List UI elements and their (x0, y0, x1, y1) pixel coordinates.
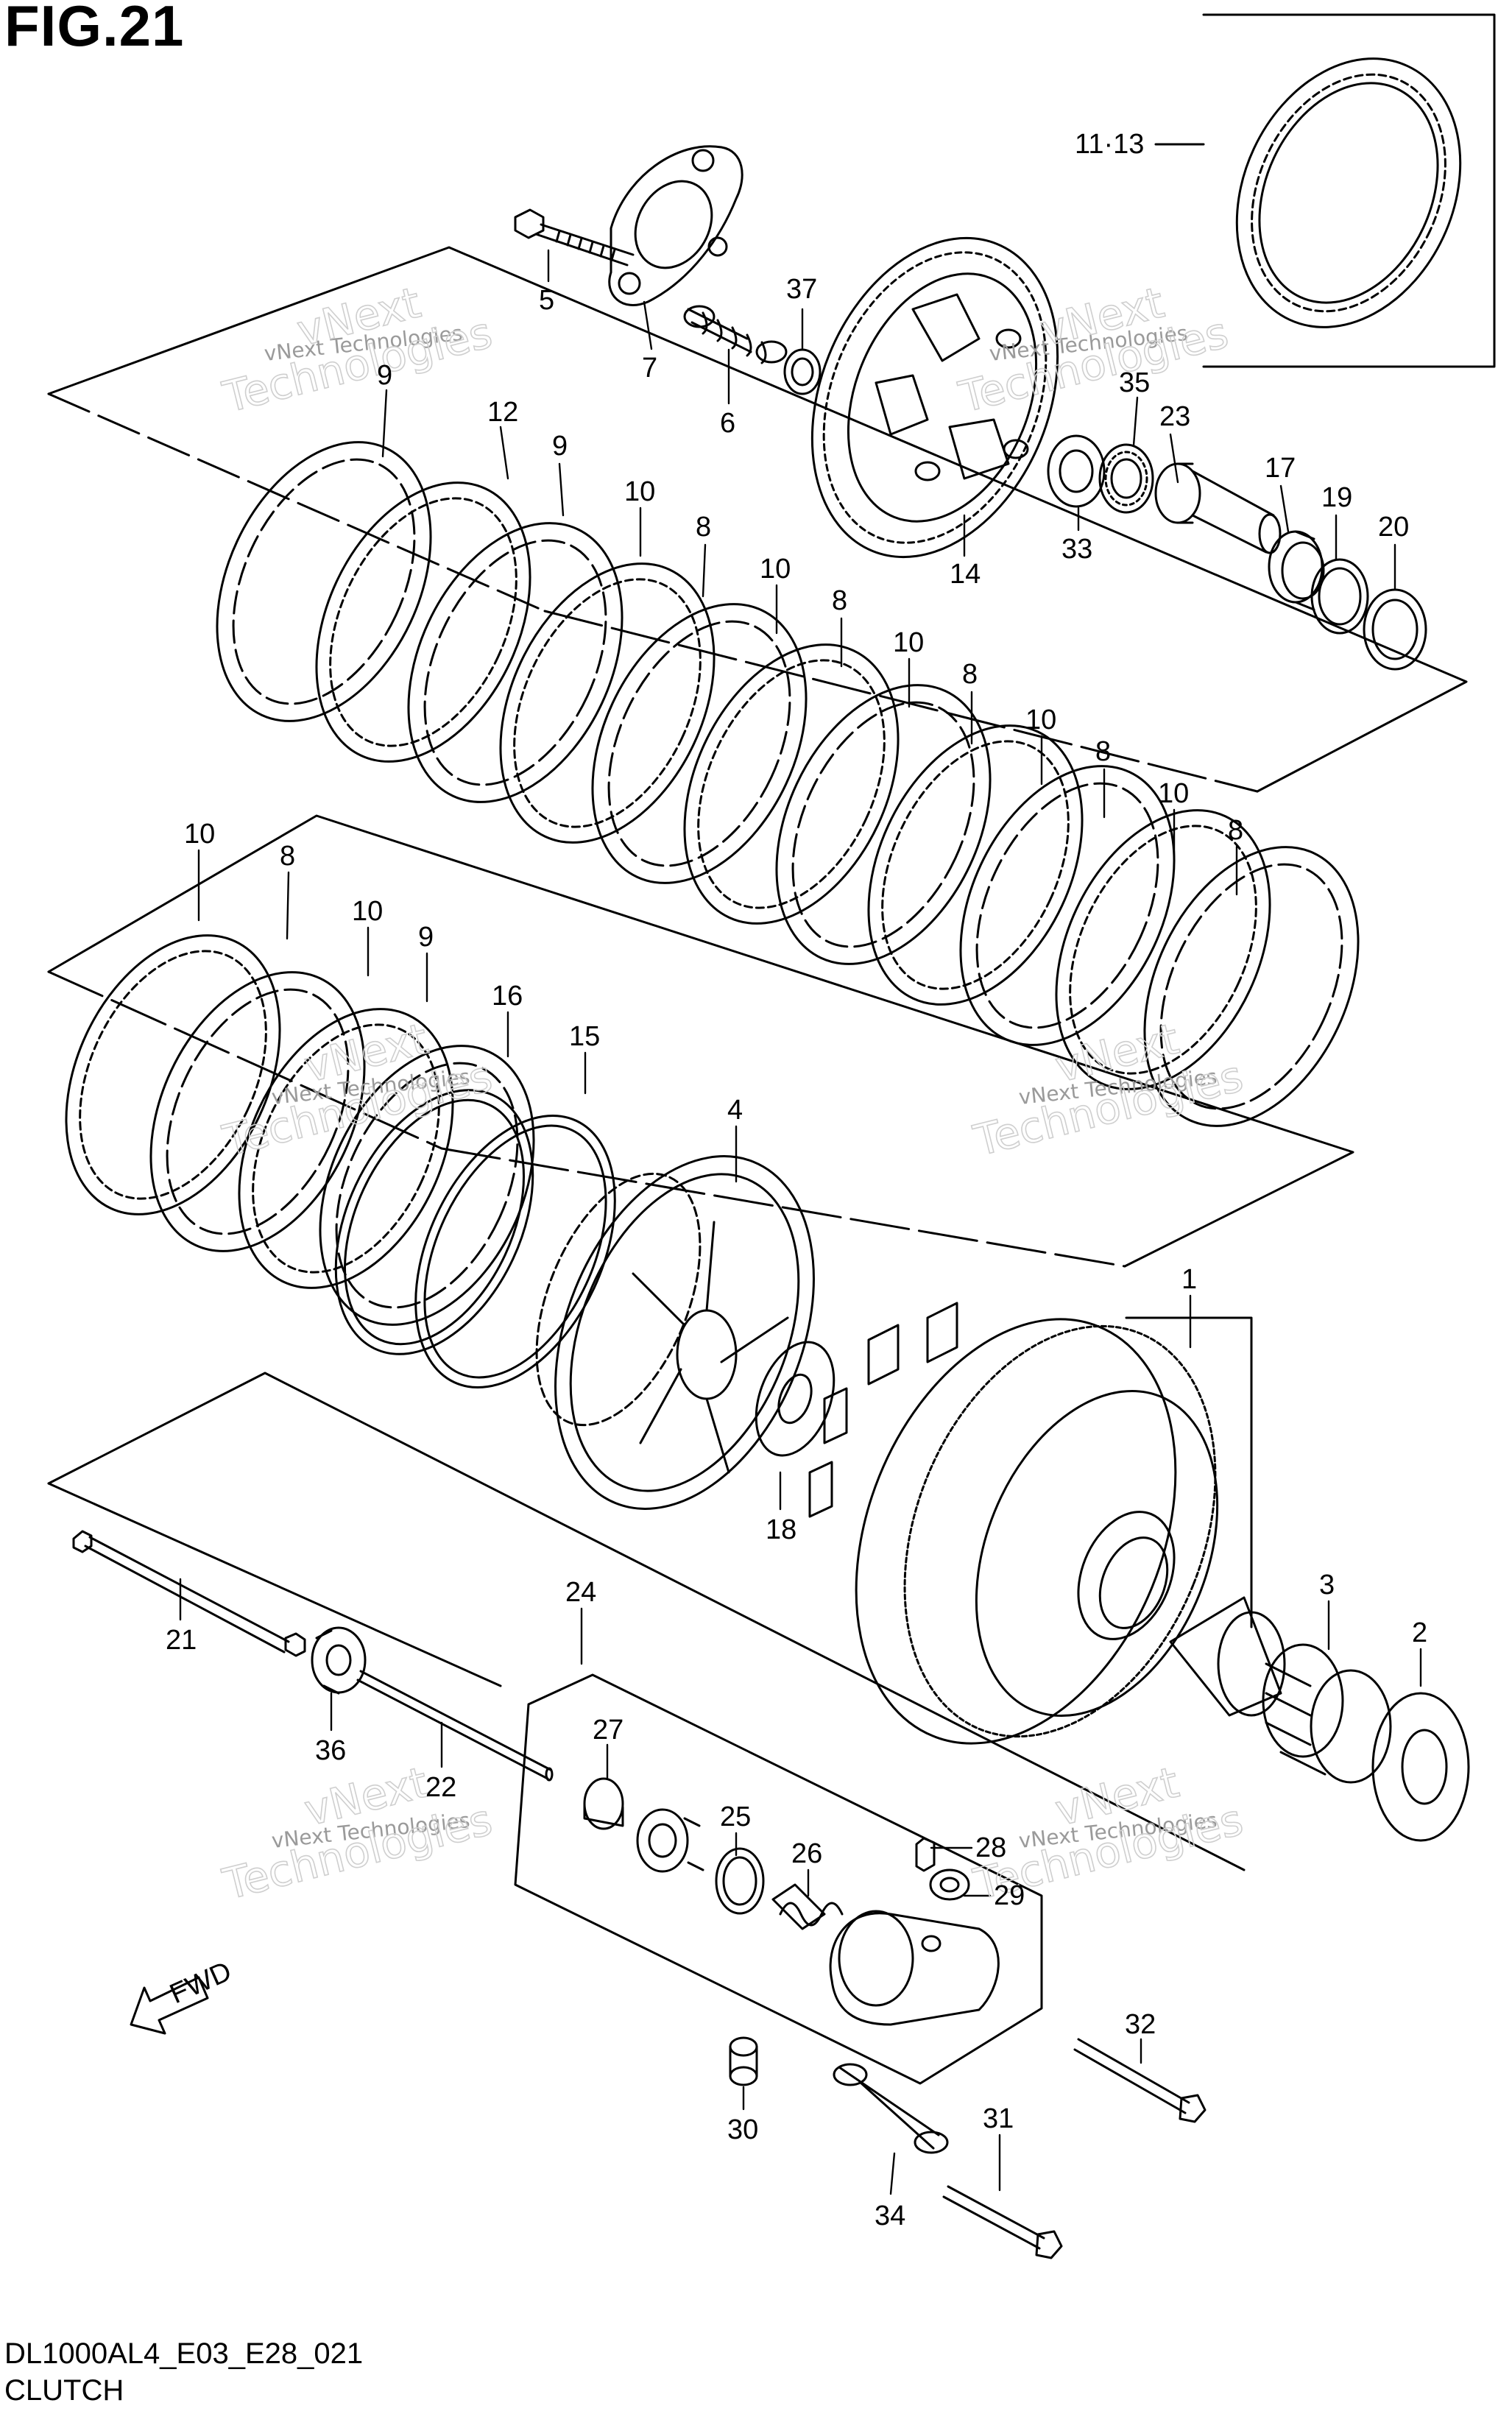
middle-plate-stack (65, 934, 616, 1389)
push-rod-21 (72, 1530, 306, 1657)
bolt-31 (942, 2185, 1063, 2259)
washer-2 (1371, 1692, 1470, 1842)
callout-9: 9 (377, 360, 392, 391)
callout-20: 20 (1378, 512, 1409, 543)
callout-19: 19 (1321, 482, 1352, 513)
callout-9: 9 (552, 431, 568, 462)
washer-33 (1047, 434, 1106, 508)
release-bearing (636, 1808, 704, 1873)
washer-18 (755, 1341, 836, 1457)
seal-25 (715, 1847, 765, 1915)
lifter-plate-7 (608, 145, 743, 306)
middle-plate-box (47, 814, 1354, 1268)
pin-30 (729, 2036, 758, 2086)
callout-32: 32 (1125, 2009, 1156, 2040)
callout-9: 9 (418, 922, 434, 953)
callout-7: 7 (642, 353, 657, 384)
washer-37 (783, 348, 822, 395)
washer-19 (1310, 558, 1369, 635)
oil-seal-36 (311, 1626, 367, 1695)
push-rod-22 (356, 1670, 554, 1782)
callout-17: 17 (1265, 453, 1296, 484)
callout-24: 24 (565, 1577, 596, 1608)
spring-26 (771, 1883, 844, 1930)
callout-8: 8 (696, 512, 711, 543)
callout-36: 36 (315, 1735, 346, 1766)
callout-35: 35 (1119, 367, 1150, 398)
callout-6: 6 (720, 408, 735, 439)
callout-33: 33 (1061, 534, 1092, 565)
needle-bearing-3 (1262, 1643, 1392, 1784)
callout-10: 10 (184, 819, 215, 850)
callout-15: 15 (569, 1021, 600, 1052)
callout-10: 10 (352, 896, 383, 927)
callout-10: 10 (624, 476, 655, 507)
lower-shaft-box (47, 1372, 1246, 1871)
callout-28: 28 (975, 1832, 1006, 1863)
callout-37: 37 (786, 274, 817, 305)
piston-27 (583, 1777, 624, 1830)
primary-driven-gear-1 (808, 1302, 1253, 1745)
upper-plate-stack (216, 441, 1360, 1127)
dowel-34 (833, 2063, 949, 2154)
callout-29: 29 (994, 1880, 1025, 1911)
callout-22: 22 (425, 1772, 456, 1803)
clutch-spring-6 (683, 305, 788, 364)
push-piece-23 (1154, 462, 1282, 554)
callout-10: 10 (1158, 778, 1189, 809)
callout-2: 2 (1412, 1617, 1427, 1648)
upper-plate-box (47, 246, 1468, 793)
figure-title: FIG.21 (4, 0, 185, 58)
callout-31: 31 (983, 2103, 1014, 2134)
callout-23: 23 (1159, 401, 1190, 432)
callout-10: 10 (760, 554, 791, 585)
bearing-17 (1268, 530, 1325, 611)
bolt-32 (1073, 2038, 1207, 2123)
callout-27: 27 (593, 1715, 623, 1746)
callout-8: 8 (280, 841, 295, 872)
cap-29 (929, 1868, 970, 1901)
callout-14: 14 (950, 559, 981, 590)
callout-1: 1 (1181, 1264, 1197, 1295)
release-cylinder-body (829, 1910, 1000, 2026)
bearing-35 (1098, 443, 1154, 514)
callout-8: 8 (962, 659, 978, 690)
callout-8: 8 (1228, 815, 1243, 846)
callout-26: 26 (791, 1838, 822, 1869)
washer-20 (1363, 588, 1427, 671)
callout-10: 10 (893, 627, 924, 658)
callout-30: 30 (727, 2114, 758, 2145)
figure-code: DL1000AL4_E03_E28_021 (4, 2337, 364, 2370)
callout-34: 34 (875, 2201, 905, 2231)
leader-lines (179, 249, 1422, 2195)
bleeder-28 (915, 1837, 936, 1872)
callout-18: 18 (766, 1514, 796, 1545)
fwd-arrow-icon (130, 1976, 209, 2035)
callout-21: 21 (166, 1625, 197, 1656)
callout-12: 12 (487, 397, 518, 428)
callout-5: 5 (539, 285, 554, 316)
callout-11-13: 11·13 (1075, 129, 1144, 160)
pressure-plate-14 (810, 236, 1059, 559)
callout-8: 8 (1095, 736, 1111, 767)
callout-labels: 11·13 5 7 6 37 35 23 17 19 20 33 14 9 12… (166, 129, 1427, 2231)
callout-8: 8 (832, 585, 847, 616)
callout-10: 10 (1025, 705, 1056, 735)
figure-name: CLUTCH (4, 2374, 124, 2407)
callout-4: 4 (727, 1095, 743, 1126)
callout-3: 3 (1319, 1570, 1335, 1600)
inset-box-11-13 (1154, 13, 1496, 368)
spacer-3 (1169, 1596, 1286, 1717)
release-assembly-box (514, 1673, 1043, 2085)
callout-16: 16 (492, 981, 523, 1012)
callout-25: 25 (720, 1801, 751, 1832)
